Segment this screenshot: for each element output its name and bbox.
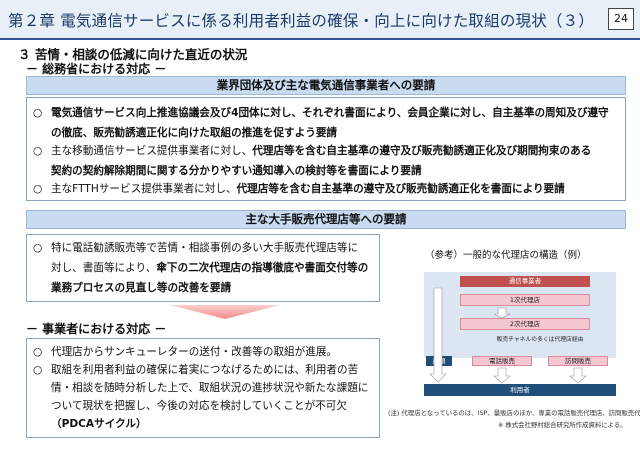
carrier-box: 通信事業者 <box>460 276 590 287</box>
primary-agency-box: 1次代理店 <box>460 294 590 306</box>
operator-heading: － 事業者における対応 － <box>26 322 167 336</box>
agency-request-box: ○特に電話勧誘販売等で苦情・相談事例の多い大手販売代理店等に 対し、書面等により… <box>26 234 380 302</box>
list-item-continuation: ついて現状を把握し、今後の対応を検討していくことが不可欠 <box>51 400 347 412</box>
pdca-label: （PDCAサイクル） <box>51 418 147 430</box>
list-item: ○電気通信サービス向上推進協議会及び4団体に対し、それぞれ書面により、会員企業に… <box>33 107 609 119</box>
phone-sales-box: 電話販売 <box>472 356 532 366</box>
list-item-continuation: 契約の契約解除期間に関する分かりやすい通知導入の検討等を書面により要請 <box>51 165 422 177</box>
list-item-continuation: 業務プロセスの見直し等の改善を要請 <box>51 282 232 294</box>
industry-request-bar: 業界団体及び主な電気通信事業者への要請 <box>26 76 626 95</box>
list-item: ○主な移動通信サービス提供事業者に対し、代理店等を含む自主基準の遵守及び販売勧誘… <box>33 145 592 157</box>
section-heading: ３ 苦情・相談の低減に向けた直近の状況 <box>18 47 248 62</box>
operator-action-box: ○代理店からサンキューレターの送付・改善等の取組が進展。 ○取組を利用者利益の確… <box>26 338 380 438</box>
list-item-continuation: 情・相談を随時分析した上で、取組状況の進捗状況や新たな課題に <box>51 382 369 394</box>
down-arrow-icon <box>170 305 280 319</box>
diagram-note: (注) 代理店となっているのは、ISP、量販店のほか、専業の電話販売代理店、訪問… <box>388 409 640 417</box>
list-item: ○取組を利用者利益の確保に着実につなげるためには、利用者の苦 <box>33 364 359 376</box>
diagram-source: ※ 株式会社野村総合研究所作成資料による。 <box>498 421 627 429</box>
page-number: 24 <box>608 8 634 30</box>
agency-request-bar: 主な大手販売代理店等への要請 <box>26 210 626 229</box>
door-sales-box: 訪問販売 <box>548 356 608 366</box>
list-item-continuation: 対し、書面等により、傘下の二次代理店の指導徹底や書面交付等の <box>51 262 369 274</box>
ministry-heading: － 総務省における対応 － <box>26 62 167 76</box>
channel-caption: 販売チャネルの多くは代理店経由 <box>496 337 584 343</box>
title-divider <box>0 38 640 40</box>
list-item: ○代理店からサンキューレターの送付・改善等の取組が進展。 <box>33 346 338 358</box>
agency-structure-diagram: 通信事業者 1次代理店 2次代理店 販売チャネルの多くは代理店経由 店頭 電話販… <box>420 270 620 398</box>
industry-request-box: ○電気通信サービス向上推進協議会及び4団体に対し、それぞれ書面により、会員企業に… <box>26 97 626 201</box>
user-box: 利用者 <box>424 384 616 396</box>
list-item-continuation: の徹底、販売勧誘適正化に向けた取組の推進を促すよう要請 <box>51 127 338 139</box>
page-title: 第２章 電気通信サービスに係る利用者利益の確保・向上に向けた取組の現状（３） <box>8 12 595 30</box>
list-item: ○主なFTTHサービス提供事業者に対し、代理店等を含む自主基準の遵守及び販売勧誘… <box>33 183 565 195</box>
list-item: ○特に電話勧誘販売等で苦情・相談事例の多い大手販売代理店等に <box>33 242 359 254</box>
diagram-title: （参考）一般的な代理店の構造（例） <box>425 250 587 261</box>
secondary-agency-box: 2次代理店 <box>460 318 590 330</box>
title-bar <box>0 0 640 38</box>
diagram-arrows <box>429 287 587 384</box>
